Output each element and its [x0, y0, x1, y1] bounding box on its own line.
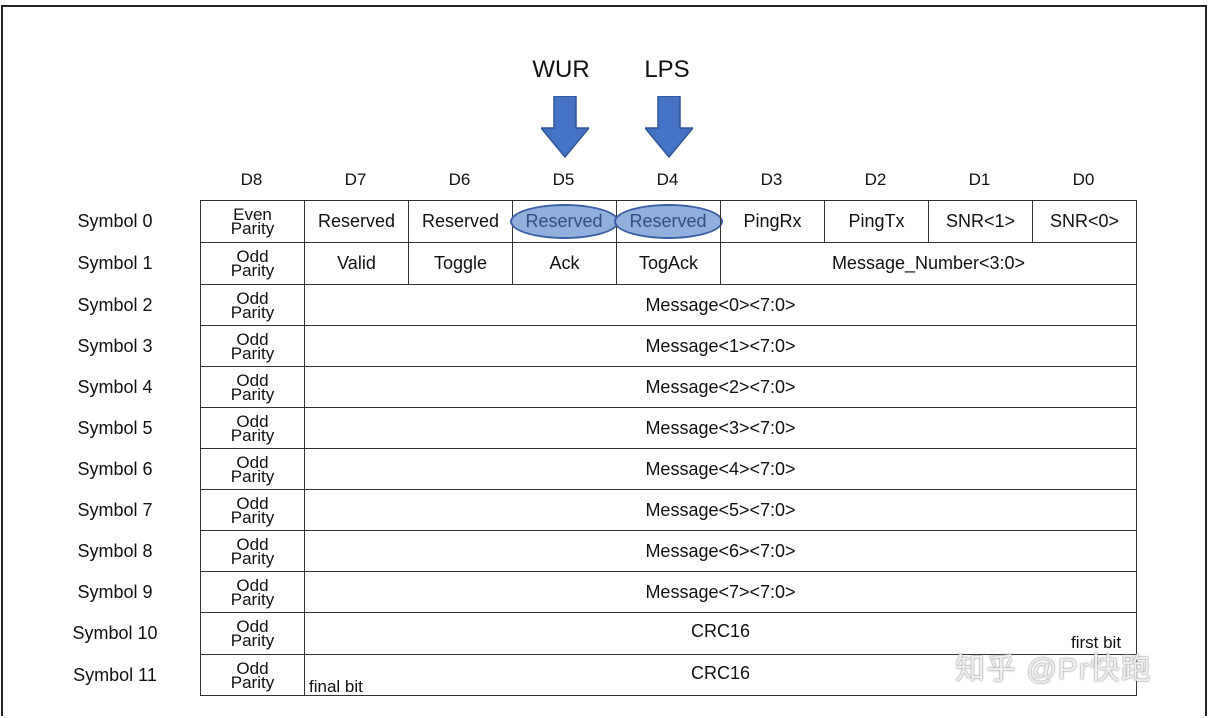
bit-field-cell: PingTx: [824, 200, 929, 243]
parity-text: Parity: [230, 261, 275, 280]
bit-field-cell: Message_Number<3:0>: [720, 242, 1137, 285]
row-label: Symbol 5: [77, 417, 153, 438]
column-header-d1: D1: [968, 170, 991, 189]
final-bit-note: final bit: [309, 677, 363, 696]
bit-field-cell: Message<3><7:0>: [304, 407, 1137, 449]
column-header-d3: D3: [760, 170, 783, 189]
column-header-d6: D6: [448, 170, 471, 189]
column-header-d0: D0: [1072, 170, 1095, 189]
parity-text: Parity: [230, 425, 275, 445]
bit-field-cell: Message<6><7:0>: [304, 530, 1137, 572]
parity-text: Odd: [236, 411, 269, 431]
column-header-d7: D7: [344, 170, 367, 189]
bit-field-cell: Message<0><7:0>: [304, 284, 1137, 326]
bit-field-cell: Reserved: [408, 200, 513, 243]
parity-text: Odd: [236, 247, 269, 266]
bit-field-label: Reserved: [525, 210, 603, 231]
parity-text: Parity: [230, 219, 275, 238]
column-header-d2: D2: [864, 170, 887, 189]
parity-text: Odd: [236, 534, 269, 554]
bit-field-cell: SNR<0>: [1032, 200, 1137, 243]
parity-text: Even: [233, 205, 272, 224]
row-label: Symbol 10: [72, 623, 158, 643]
bit-field-cell: Ack: [512, 242, 617, 285]
row-label: Symbol 1: [77, 253, 153, 273]
parity-text: Parity: [230, 507, 275, 527]
column-header-d4: D4: [656, 170, 679, 189]
lps-down-arrow-icon: [645, 96, 693, 158]
wur-label: WUR: [532, 56, 590, 83]
bit-field-label: Reserved: [629, 210, 707, 231]
diagram-frame: [1, 5, 1207, 716]
watermark: 知乎 @Pr快跑: [955, 653, 1152, 686]
parity-text: Odd: [236, 329, 269, 349]
bit-field-cell: Message<7><7:0>: [304, 571, 1137, 613]
lps-label: LPS: [644, 56, 690, 83]
parity-text: Parity: [230, 589, 275, 609]
row-label: Symbol 11: [73, 664, 157, 685]
parity-text: Odd: [236, 370, 269, 390]
row-label: Symbol 2: [77, 294, 153, 315]
bit-field-cell: Toggle: [408, 242, 513, 285]
parity-text: Parity: [230, 343, 275, 363]
parity-text: Parity: [230, 302, 275, 322]
first-bit-note: first bit: [1071, 633, 1122, 652]
parity-text: Odd: [236, 452, 269, 472]
column-header-d8: D8: [240, 170, 263, 189]
highlight-oval: [510, 204, 619, 239]
parity-text: Parity: [230, 672, 275, 692]
bit-field-cell: Valid: [304, 242, 409, 285]
column-header-d5: D5: [552, 170, 575, 189]
bit-field-cell: SNR<1>: [928, 200, 1033, 243]
row-label: Symbol 0: [77, 211, 153, 231]
row-label: Symbol 3: [77, 335, 153, 356]
wur-down-arrow-icon: [541, 96, 589, 158]
bit-field-cell: Message<1><7:0>: [304, 325, 1137, 367]
bit-field-cell: Reserved: [304, 200, 409, 243]
parity-text: Odd: [236, 617, 269, 636]
highlight-oval: [614, 204, 723, 239]
parity-text: Parity: [230, 466, 275, 486]
parity-text: Odd: [236, 288, 269, 308]
parity-text: Parity: [230, 548, 275, 568]
bit-field-cell: CRC16: [304, 654, 1137, 696]
bit-field-cell: PingRx: [720, 200, 825, 243]
row-label: Symbol 4: [77, 376, 153, 397]
parity-text: Odd: [236, 493, 269, 513]
row-label: Symbol 6: [77, 458, 153, 479]
bit-field-cell: Message<4><7:0>: [304, 448, 1137, 490]
parity-text: Parity: [230, 384, 275, 404]
row-label: Symbol 7: [77, 499, 153, 520]
row-label: Symbol 8: [77, 540, 153, 561]
parity-text: Odd: [236, 658, 269, 678]
row-label: Symbol 9: [77, 581, 153, 602]
parity-text: Parity: [230, 631, 275, 650]
parity-text: Odd: [236, 575, 269, 595]
bit-field-cell: Message<5><7:0>: [304, 489, 1137, 531]
bit-field-cell: TogAck: [616, 242, 721, 285]
bit-field-cell: Message<2><7:0>: [304, 366, 1137, 408]
